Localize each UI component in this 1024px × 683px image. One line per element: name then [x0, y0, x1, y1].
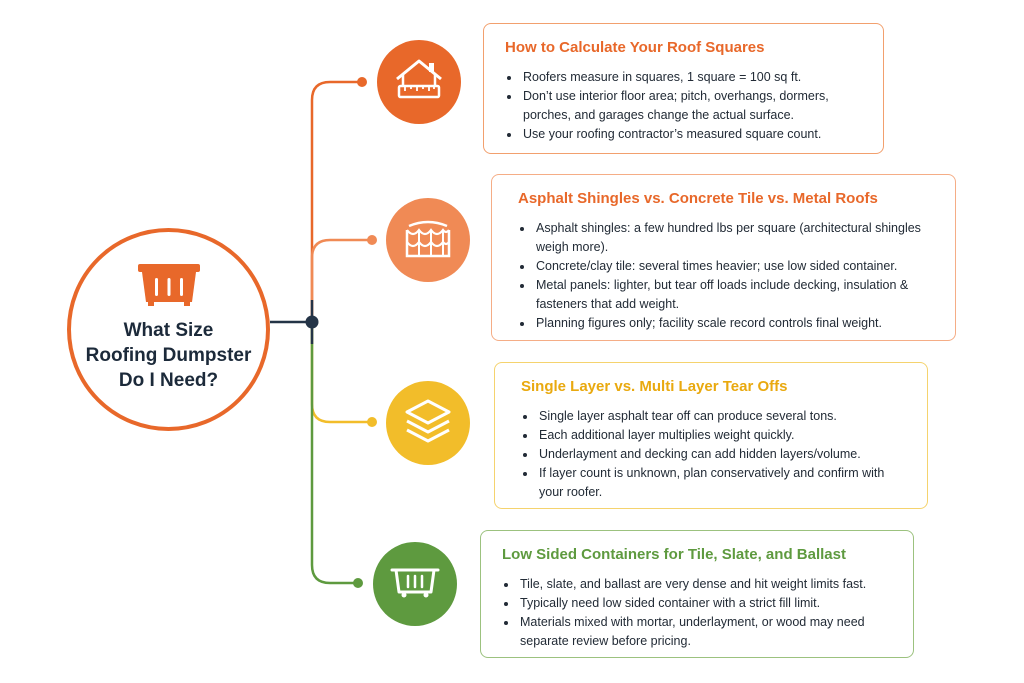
junction-dot [305, 315, 319, 329]
section-title-4: Low Sided Containers for Tile, Slate, an… [502, 546, 846, 563]
section-circle-1 [377, 40, 461, 124]
bullet-item: Materials mixed with mortar, underlaymen… [518, 613, 895, 651]
section-circle-2 [386, 198, 470, 282]
branch-dot-3 [367, 417, 377, 427]
bullet-item: Don’t use interior floor area; pitch, ov… [521, 87, 865, 125]
section-circle-3 [386, 381, 470, 465]
section-card-4: Low Sided Containers for Tile, Slate, an… [480, 530, 914, 658]
bullet-list-3: Single layer asphalt tear off can produc… [521, 407, 909, 502]
bullet-item: Metal panels: lighter, but tear off load… [534, 276, 937, 314]
bullet-item: Roofers measure in squares, 1 square = 1… [521, 68, 865, 87]
bullet-list-4: Tile, slate, and ballast are very dense … [502, 575, 895, 651]
bullet-item: Concrete/clay tile: several times heavie… [534, 257, 937, 276]
central-title: What Size Roofing Dumpster Do I Need? [85, 320, 252, 391]
bullet-item: Planning figures only; facility scale re… [534, 314, 937, 333]
branch-line-2 [310, 238, 372, 322]
layers-icon [403, 397, 453, 450]
section-card-3: Single Layer vs. Multi Layer Tear Offs S… [494, 362, 928, 509]
branch-dot-4 [353, 578, 363, 588]
bullet-item: If layer count is unknown, plan conserva… [537, 464, 909, 502]
bullet-item: Asphalt shingles: a few hundred lbs per … [534, 219, 937, 257]
section-title-2: Asphalt Shingles vs. Concrete Tile vs. M… [518, 190, 878, 207]
section-circle-4 [373, 542, 457, 626]
bullet-item: Tile, slate, and ballast are very dense … [518, 575, 895, 594]
roof-tiles-icon [401, 216, 455, 265]
central-topic: What Size Roofing Dumpster Do I Need? [67, 228, 270, 431]
section-card-2: Asphalt Shingles vs. Concrete Tile vs. M… [491, 174, 956, 341]
branch-dot-1 [357, 77, 367, 87]
bullet-list-2: Asphalt shingles: a few hundred lbs per … [518, 219, 937, 333]
bullet-item: Each additional layer multiplies weight … [537, 426, 909, 445]
house-ruler-icon [391, 55, 447, 110]
branch-line-3 [310, 322, 372, 424]
section-title-1: How to Calculate Your Roof Squares [505, 39, 765, 56]
branch-dot-2 [367, 235, 377, 245]
section-title-3: Single Layer vs. Multi Layer Tear Offs [521, 378, 788, 395]
branch-line-1 [310, 80, 362, 322]
low-container-icon [389, 564, 441, 605]
branch-line-4 [310, 322, 358, 585]
bullet-item: Underlayment and decking can add hidden … [537, 445, 909, 464]
bullet-item: Use your roofing contractor’s measured s… [521, 125, 865, 144]
section-card-1: How to Calculate Your Roof Squares Roofe… [483, 23, 884, 154]
bullet-item: Typically need low sided container with … [518, 594, 895, 613]
bullet-list-1: Roofers measure in squares, 1 square = 1… [505, 68, 865, 144]
bullet-item: Single layer asphalt tear off can produc… [537, 407, 909, 426]
dumpster-icon [135, 258, 203, 313]
